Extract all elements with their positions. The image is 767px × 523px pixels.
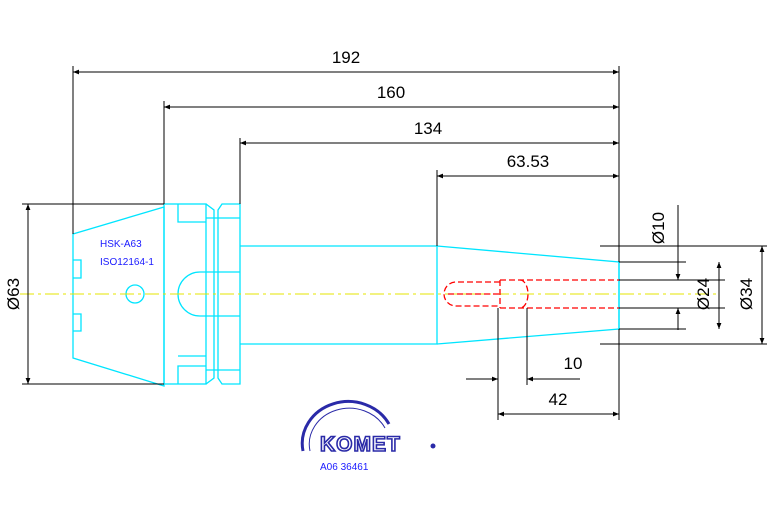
hsk-keyway-lower: [73, 313, 82, 332]
flange-ring-top: [177, 204, 206, 223]
tool-outline: [72, 203, 620, 387]
flange-drive-slot: [177, 271, 240, 295]
interface-label: HSK-A63: [100, 239, 142, 250]
logo-dot: [430, 443, 436, 449]
hsk-shank-outline: [72, 206, 165, 387]
dimension-labels: 192 160 134 63.53 10 42 Ø63 Ø10 Ø24 Ø34: [4, 48, 756, 409]
dim-dia-63: Ø63: [4, 278, 23, 310]
part-number: A06 36461: [320, 462, 369, 473]
hidden-bore: [443, 279, 620, 309]
hsk-keyway-upper: [73, 259, 82, 279]
dim-63-53: 63.53: [507, 152, 550, 171]
logo-arc: [300, 400, 391, 452]
dim-42: 42: [549, 390, 568, 409]
dim-dia-24: Ø24: [694, 278, 713, 310]
bore-large-start: [519, 279, 529, 309]
extension-lines: [22, 66, 767, 420]
logo-arc-inner: [308, 407, 386, 452]
flange-ring-bottom: [177, 365, 206, 384]
dim-134: 134: [414, 119, 442, 138]
bore-small-end: [443, 281, 500, 307]
logo-wordmark: KOMET: [320, 433, 401, 456]
dim-10-horizontal: 10: [564, 354, 583, 373]
dim-192: 192: [332, 48, 360, 67]
flange-drive-slot-lower: [177, 293, 240, 317]
dim-dia-10: Ø10: [649, 212, 668, 244]
cylindrical-shank: [240, 245, 438, 345]
komet-logo: KOMET: [300, 400, 436, 457]
dim-dia-34: Ø34: [737, 278, 756, 310]
standard-label: ISO12164-1: [100, 257, 154, 268]
dimension-lines: [25, 69, 765, 417]
dim-160: 160: [377, 83, 405, 102]
